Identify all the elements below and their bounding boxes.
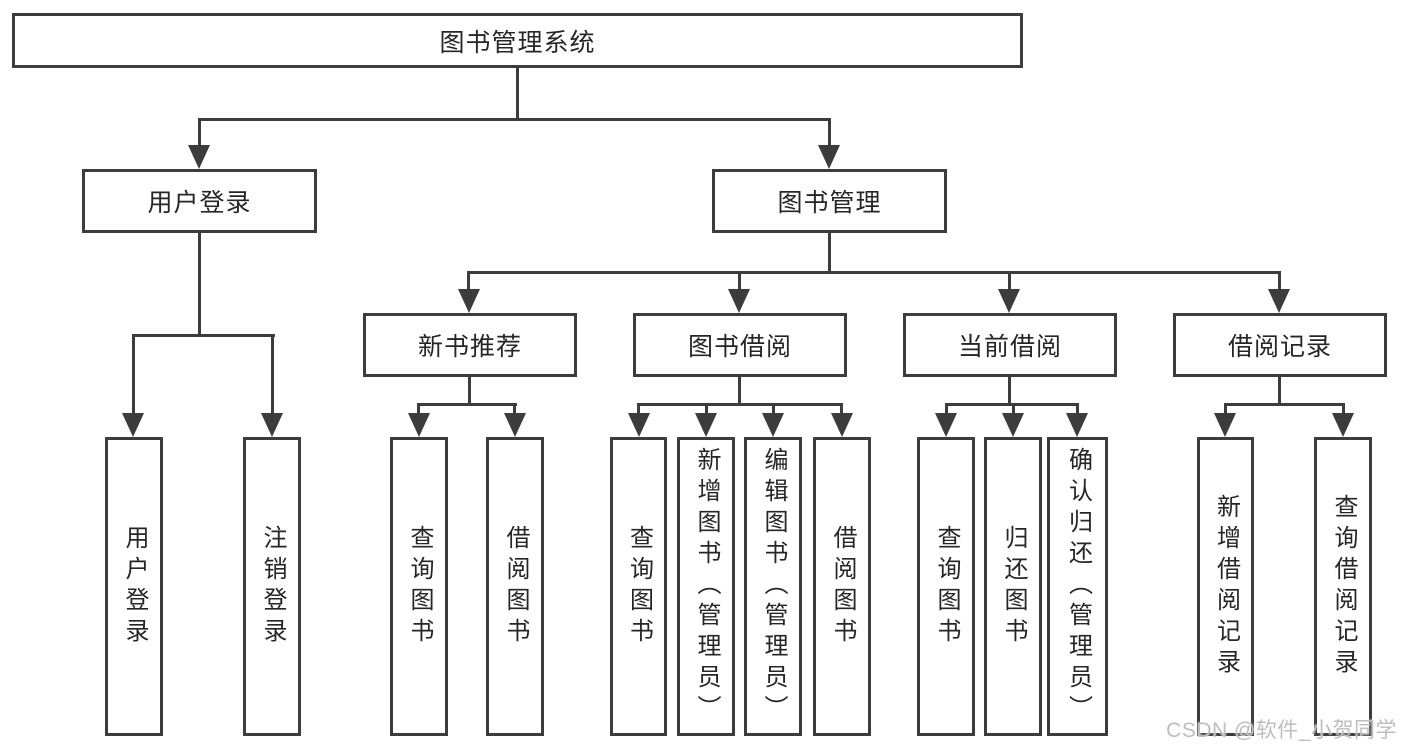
leaf-logout: 注销登录	[243, 437, 301, 736]
arrow-head-icon	[1332, 413, 1354, 437]
leaf-query-borrow-record: 查询借阅记录	[1314, 437, 1372, 736]
arrow-head-icon	[1002, 413, 1024, 437]
connector	[468, 377, 471, 406]
connector	[1342, 403, 1345, 416]
node-borrow-records: 借阅记录	[1173, 313, 1387, 377]
leaf-user-login: 用户登录	[105, 437, 163, 736]
leaf-query-books-borrow: 查询图书	[610, 437, 667, 736]
node-current-borrow: 当前借阅	[903, 313, 1117, 377]
connector	[132, 334, 275, 337]
arrow-head-icon	[188, 145, 210, 169]
leaf-edit-book-admin: 编辑图书（管理员）	[744, 437, 802, 736]
connector	[467, 271, 1281, 274]
leaf-borrow-books: 借阅图书	[813, 437, 871, 736]
connector	[417, 403, 517, 406]
arrow-head-icon	[408, 413, 430, 437]
leaf-return-book: 归还图书	[984, 437, 1042, 736]
leaf-add-borrow-record: 新增借阅记录	[1197, 437, 1254, 736]
connector	[516, 68, 519, 118]
arrow-head-icon	[1214, 413, 1236, 437]
connector	[738, 271, 741, 292]
arrow-head-icon	[1066, 413, 1088, 437]
connector	[637, 403, 843, 406]
leaf-confirm-return-admin: 确认归还（管理员）	[1047, 437, 1108, 736]
connector	[705, 403, 708, 416]
connector	[1278, 377, 1281, 406]
leaf-query-books-current: 查询图书	[917, 437, 975, 736]
connector	[1224, 403, 1227, 416]
connector	[772, 403, 775, 416]
connector	[828, 233, 831, 273]
connector	[1012, 403, 1015, 416]
arrow-head-icon	[122, 413, 144, 437]
connector	[828, 118, 831, 148]
connector	[1224, 403, 1345, 406]
connector	[1008, 271, 1011, 292]
node-new-book-recommend: 新书推荐	[363, 313, 577, 377]
connector	[198, 118, 831, 121]
arrow-head-icon	[1268, 289, 1290, 313]
leaf-add-book-admin: 新增图书（管理员）	[677, 437, 735, 736]
arrow-head-icon	[818, 145, 840, 169]
connector	[417, 403, 420, 416]
connector	[467, 271, 470, 292]
connector	[738, 377, 741, 406]
connector	[198, 118, 201, 148]
connector	[637, 403, 640, 416]
arrow-head-icon	[728, 289, 750, 313]
node-user-login: 用户登录	[82, 169, 317, 233]
connector	[513, 403, 516, 416]
arrow-head-icon	[935, 413, 957, 437]
leaf-query-books-recommend: 查询图书	[390, 437, 448, 736]
connector	[198, 233, 201, 336]
connector	[271, 334, 274, 416]
arrow-head-icon	[831, 413, 853, 437]
node-book-management: 图书管理	[712, 169, 947, 233]
arrow-head-icon	[628, 413, 650, 437]
node-book-borrow: 图书借阅	[633, 313, 847, 377]
arrow-head-icon	[998, 289, 1020, 313]
csdn-watermark: CSDN @软件_小贺同学	[1166, 719, 1397, 742]
arrow-head-icon	[504, 413, 526, 437]
arrow-head-icon	[762, 413, 784, 437]
connector	[1008, 377, 1011, 406]
connector	[1278, 271, 1281, 292]
leaf-borrow-books-recommend: 借阅图书	[486, 437, 544, 736]
connector	[945, 403, 948, 416]
arrow-head-icon	[458, 289, 480, 313]
connector	[1076, 403, 1079, 416]
connector	[132, 334, 135, 416]
arrow-head-icon	[695, 413, 717, 437]
arrow-head-icon	[261, 413, 283, 437]
connector	[840, 403, 843, 416]
node-root-library-system: 图书管理系统	[12, 13, 1023, 68]
